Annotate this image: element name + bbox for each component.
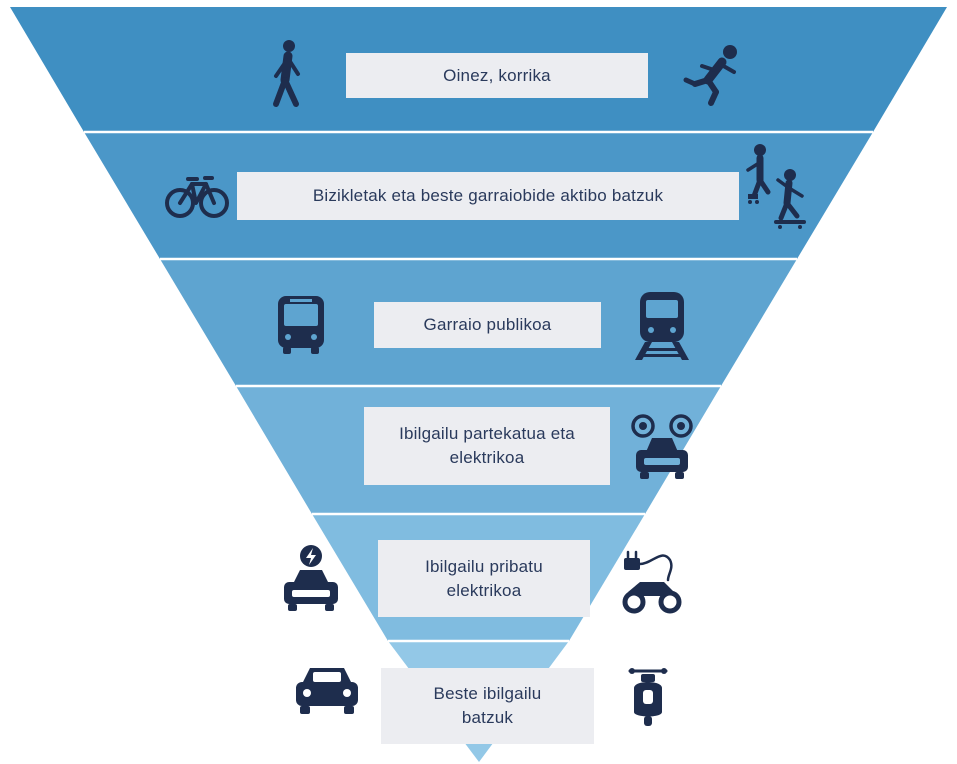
electric-car-icon <box>284 545 338 611</box>
electric-motorbike-icon <box>622 550 682 614</box>
scooter-icon <box>628 668 668 726</box>
train-icon <box>635 292 689 360</box>
level-3-label: Garraio publikoa <box>374 302 601 348</box>
rollerskate-skateboard-icon <box>746 144 806 229</box>
level-4-label: Ibilgailu partekatua eta elektrikoa <box>364 407 610 485</box>
running-person-icon <box>683 45 737 106</box>
level-1-label: Oinez, korrika <box>346 53 648 98</box>
bus-icon <box>278 296 324 354</box>
car-icon <box>296 668 358 714</box>
level-2-label: Bizikletak eta beste garraiobide aktibo … <box>237 172 739 220</box>
walking-person-icon <box>273 40 300 107</box>
level-5-label: Ibilgailu pribatu elektrikoa <box>378 540 590 617</box>
bicycle-icon <box>165 176 229 218</box>
shared-car-icon <box>631 414 693 479</box>
level-6-label: Beste ibilgailu batzuk <box>381 668 594 744</box>
